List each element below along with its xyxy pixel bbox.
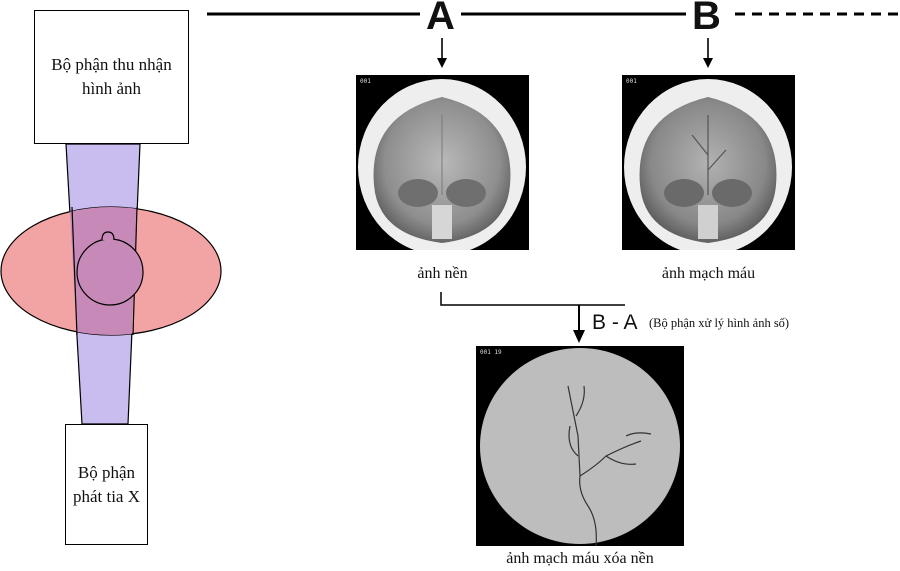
subtracted-image: 001 19 [476, 346, 684, 546]
contrast-image-caption: ảnh mạch máu [661, 265, 756, 282]
xray-emitter-label: Bộ phận phát tia X [72, 462, 141, 506]
arrow-result [573, 305, 585, 343]
image-receiver-label: Bộ phận thu nhận hình ảnh [51, 55, 172, 98]
label-a: A [420, 0, 461, 36]
patient-nose [101, 231, 115, 241]
subtracted-image-caption: ảnh mạch máu xóa nền [506, 550, 654, 567]
contrast-image: 001 [622, 75, 795, 250]
mask-image-caption: ảnh nền [417, 265, 468, 282]
patient-head [76, 238, 144, 306]
label-b: B [686, 0, 727, 36]
image-receiver-box: Bộ phận thu nhận hình ảnh [34, 10, 189, 144]
subtraction-formula: B - A [592, 311, 638, 334]
subtracted-image-tag: 001 19 [480, 349, 502, 356]
subtraction-connector [440, 292, 625, 306]
contrast-image-tag: 001 [626, 78, 637, 85]
xray-emitter-box: Bộ phận phát tia X [65, 424, 148, 545]
processing-unit-note: (Bộ phận xử lý hình ảnh số) [649, 316, 790, 330]
mask-image-tag: 001 [360, 78, 371, 85]
arrow-a [437, 38, 447, 68]
arrow-b [703, 38, 713, 68]
mask-image: 001 [356, 75, 529, 250]
